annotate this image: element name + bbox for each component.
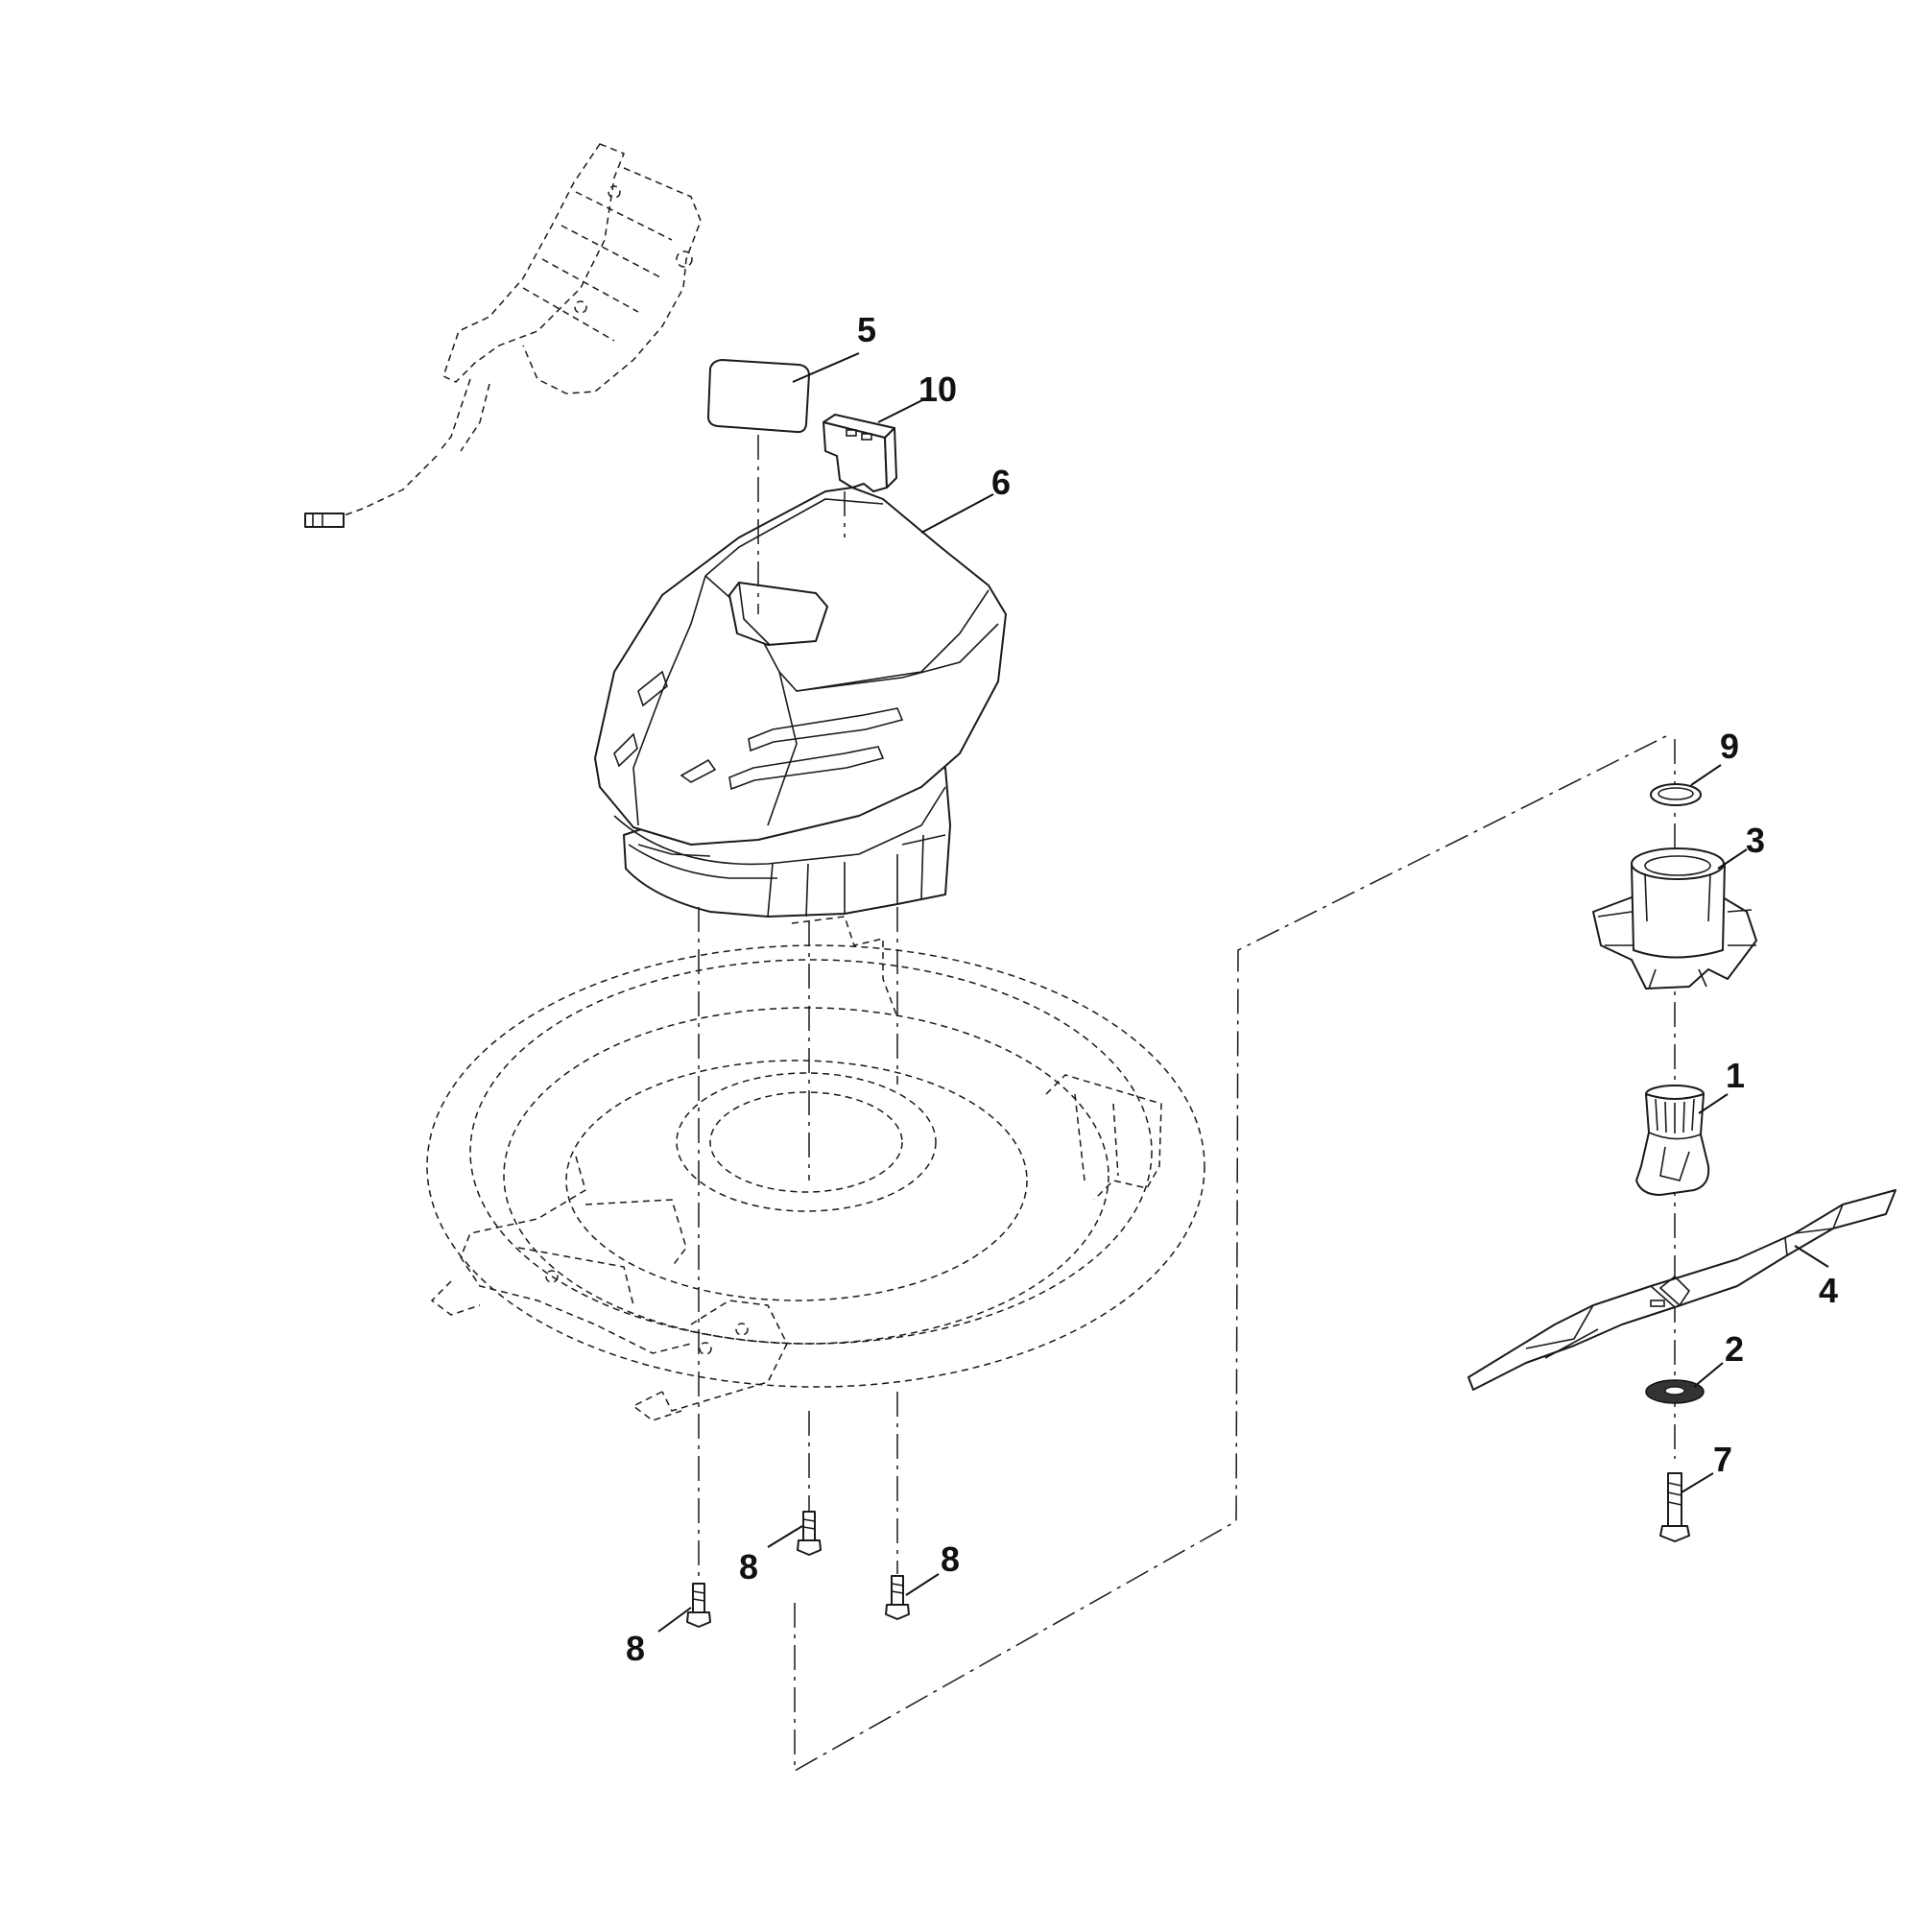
callout-1: 1 — [1726, 1056, 1745, 1095]
part-3-fan — [1592, 847, 1757, 990]
mower-deck — [426, 916, 1205, 1421]
part-5-cover-label — [707, 359, 810, 434]
part-4-blade — [1467, 1189, 1896, 1391]
part-9-circlip — [1650, 783, 1702, 806]
callout-7: 7 — [1713, 1440, 1732, 1479]
callout-3: 3 — [1746, 821, 1765, 860]
handle-cable-connector — [304, 513, 345, 528]
callout-6: 6 — [991, 463, 1011, 502]
callout-9: 9 — [1720, 727, 1739, 766]
part-1-blade-adapter — [1635, 1085, 1710, 1196]
callout-10: 10 — [918, 370, 957, 409]
part-10-safety-key — [823, 414, 897, 492]
part-7-blade-bolt — [1659, 1472, 1690, 1542]
handle-control-unit — [335, 143, 702, 519]
callout-4: 4 — [1819, 1271, 1838, 1310]
leader-lines — [657, 352, 1829, 1633]
callout-2: 2 — [1725, 1329, 1744, 1369]
callout-8-left: 8 — [626, 1629, 645, 1668]
part-8-screw-left — [686, 1583, 711, 1628]
part-8-screw-right — [885, 1575, 910, 1620]
callout-labels: 5 10 6 9 3 1 4 2 7 8 8 8 — [626, 310, 1838, 1668]
callout-5: 5 — [857, 310, 876, 349]
part-2-serrated-washer — [1645, 1379, 1705, 1404]
callout-8-right: 8 — [941, 1539, 960, 1579]
callout-8-centre: 8 — [739, 1547, 758, 1586]
part-6-motor-hood — [594, 487, 1007, 918]
part-8-screw-centre — [797, 1511, 822, 1556]
